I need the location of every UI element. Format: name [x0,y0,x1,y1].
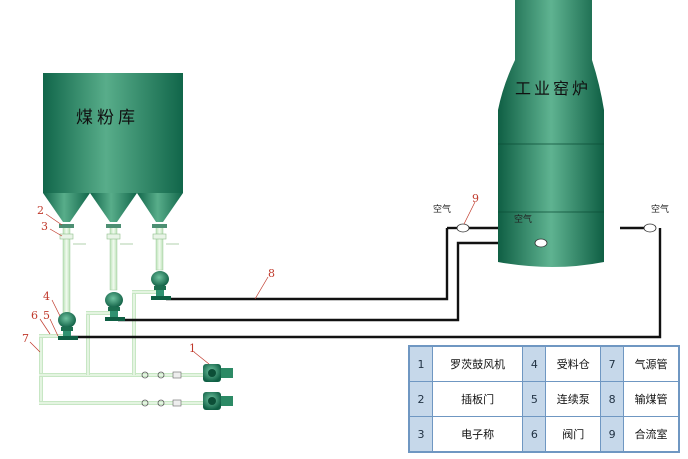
legend-label: 气源管 [623,346,679,382]
roots-blower [203,392,233,410]
legend-row: 3 电子称 6 阀门 9 合流室 [409,416,679,452]
legend-number: 7 [600,346,625,382]
legend-number: 3 [409,416,433,452]
kiln-label: 工业窑炉 [515,79,591,98]
legend-label: 输煤管 [623,381,679,417]
callout-4: 4 [43,290,50,303]
legend-number: 2 [409,381,433,417]
legend-number: 6 [522,416,547,452]
merging-chambers [456,223,657,248]
legend-label: 连续泵 [545,381,602,417]
legend-number: 4 [522,346,547,382]
receiving-bin [105,292,123,317]
legend-label: 受料仓 [545,346,602,382]
legend-label: 合流室 [623,416,679,452]
legend-row: 1 罗茨鼓风机 4 受料仓 7 气源管 [409,346,679,382]
callout-8: 8 [268,267,275,280]
legend-label: 电子称 [431,416,524,452]
callout-2: 2 [37,204,44,217]
legend-table: 1 罗茨鼓风机 4 受料仓 7 气源管 2 插板门 5 连续泵 8 输煤管 3 … [408,345,680,453]
legend-number: 8 [600,381,625,417]
receiving-bin [58,312,76,337]
callout-5: 5 [43,309,50,322]
continuous-pumps [58,296,171,340]
receiving-bin [151,271,169,296]
callout-1: 1 [189,342,196,355]
air-label: 空气 [514,213,532,225]
legend-label: 罗茨鼓风机 [431,346,524,382]
coal-silo: 煤粉库 [43,73,183,222]
industrial-kiln: 工业窑炉 [498,0,604,267]
roots-blower [203,364,233,382]
air-labels: 空气 空气 空气 [433,203,669,225]
air-supply-pipes [39,290,214,405]
gate-valves [59,224,167,228]
legend-number: 1 [409,346,433,382]
air-label: 空气 [433,203,451,215]
legend-number: 9 [600,416,625,452]
callout-6: 6 [31,309,38,322]
air-label: 空气 [651,203,669,215]
blower-line-valves [141,371,182,407]
callout-7: 7 [22,332,29,345]
callout-3: 3 [41,220,48,233]
callout-9: 9 [472,192,479,205]
legend-number: 5 [522,381,547,417]
callout-leaders [29,201,476,365]
silo-label: 煤粉库 [76,108,139,128]
legend-label: 阀门 [545,416,602,452]
electronic-scales [59,233,179,245]
callout-numbers: 2 3 4 5 6 7 8 9 1 [22,192,479,355]
legend-row: 2 插板门 5 连续泵 8 输煤管 [409,381,679,417]
legend-label: 插板门 [431,381,524,417]
